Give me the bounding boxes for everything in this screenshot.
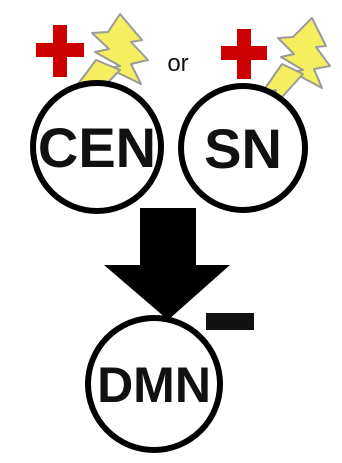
cen-plus-icon	[36, 25, 84, 77]
sn-plus-icon	[221, 29, 267, 79]
dmn-node-label: DMN	[97, 357, 211, 413]
sn-node-circle	[178, 83, 308, 213]
or-connector-text: or	[167, 50, 188, 77]
down-arrow-icon	[104, 208, 230, 320]
dmn-node-circle	[85, 315, 223, 453]
dmn-minus-icon	[206, 313, 254, 330]
sn-node-label: SN	[204, 117, 282, 180]
cen-node-circle	[30, 80, 164, 214]
cen-node-label: CEN	[38, 116, 156, 179]
